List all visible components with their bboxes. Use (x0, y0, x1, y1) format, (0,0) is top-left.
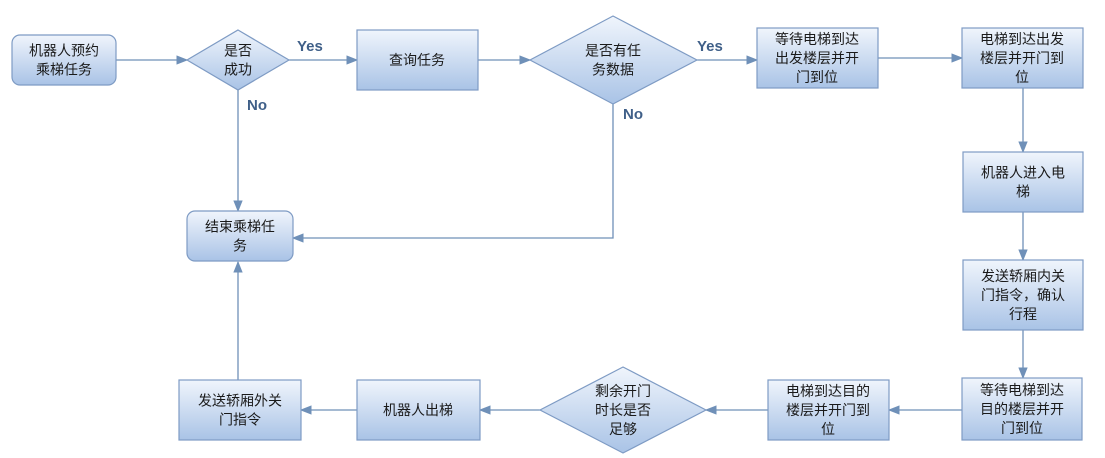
node-label-line: 乘梯任务 (36, 63, 92, 79)
node-reserve-task: 机器人预约乘梯任务 (11, 34, 117, 86)
node-label: 机器人预约乘梯任务 (29, 44, 99, 79)
node-label-line: 门到位 (1001, 421, 1043, 437)
node-label-line: 机器人预约 (29, 44, 99, 60)
edge-label-yes-2: Yes (697, 38, 723, 55)
node-label-line: 电梯到达目的 (786, 384, 870, 400)
edge-label-yes-1: Yes (297, 38, 323, 55)
node-label-line: 等待电梯到达 (980, 382, 1064, 399)
node-label-line: 结束乘梯任 (205, 220, 275, 236)
node-label-line: 时长是否 (595, 403, 651, 419)
node-label-line: 目的楼层并开 (980, 402, 1064, 418)
node-label-line: 出发楼层并开 (775, 51, 859, 67)
node-send-close-out: 发送轿厢外关门指令 (178, 379, 302, 441)
node-arrive-departure: 电梯到达出发楼层并开门到位 (961, 27, 1084, 89)
node-label-line: 机器人出梯 (383, 403, 453, 419)
node-label: 结束乘梯任务 (205, 220, 275, 255)
node-label: 查询任务 (389, 53, 445, 69)
edge-hasdata-no-to-end (291, 104, 614, 243)
node-label-line: 是否 (224, 44, 252, 60)
node-end-task: 结束乘梯任务 (186, 210, 294, 262)
node-arrive-target: 电梯到达目的楼层并开门到位 (767, 379, 890, 441)
node-label: 等待电梯到达目的楼层并开门到位 (980, 382, 1064, 437)
node-label-line: 等待电梯到达 (775, 31, 859, 48)
node-label-line: 发送轿厢外关 (198, 394, 282, 410)
node-wait-departure: 等待电梯到达出发楼层并开门到位 (756, 27, 879, 89)
edge-label-no-1: No (247, 97, 267, 114)
node-label-line: 务 (233, 239, 247, 255)
node-query-task: 查询任务 (356, 29, 479, 91)
node-label-line: 剩余开门 (595, 383, 651, 400)
node-label-line: 位 (1015, 70, 1029, 86)
node-label-line: 查询任务 (389, 53, 445, 69)
node-robot-enter: 机器人进入电梯 (962, 151, 1084, 213)
node-label-line: 务数据 (592, 63, 634, 79)
node-label: 是否成功 (224, 44, 252, 79)
node-label-line: 门指令 (219, 413, 261, 429)
node-label: 电梯到达目的楼层并开门到位 (786, 384, 870, 438)
node-robot-exit: 机器人出梯 (356, 379, 481, 441)
node-label-line: 梯 (1016, 185, 1030, 201)
node-label-line: 楼层并开门到 (786, 403, 870, 419)
decision-has-task-data: 是否有任务数据 (528, 15, 699, 105)
node-label: 是否有任务数据 (585, 44, 641, 79)
node-label: 机器人出梯 (383, 403, 453, 419)
node-label-line: 足够 (609, 422, 637, 438)
node-label-line: 楼层并开门到 (980, 51, 1064, 67)
node-label-line: 发送轿厢内关 (981, 269, 1065, 285)
decision-check-success: 是否成功 (185, 29, 291, 91)
node-label-line: 门到位 (796, 70, 838, 86)
node-label-line: 是否有任 (585, 44, 641, 60)
node-label: 发送轿厢外关门指令 (198, 394, 282, 429)
node-label-line: 电梯到达出发 (980, 32, 1064, 48)
node-label: 剩余开门时长是否足够 (595, 383, 651, 438)
node-label: 发送轿厢内关门指令，确认行程 (981, 269, 1065, 323)
decision-enough-time: 剩余开门时长是否足够 (538, 366, 708, 454)
node-wait-target: 等待电梯到达目的楼层并开门到位 (961, 377, 1083, 441)
node-label-line: 行程 (1009, 307, 1037, 323)
node-send-close-in: 发送轿厢内关门指令，确认行程 (962, 259, 1084, 331)
node-label-line: 位 (821, 422, 835, 438)
node-label-line: 门指令，确认 (981, 288, 1065, 304)
node-label: 机器人进入电梯 (981, 166, 1065, 201)
connectors (116, 53, 1028, 415)
node-label-line: 成功 (224, 63, 252, 79)
node-label: 电梯到达出发楼层并开门到位 (980, 32, 1064, 86)
edge-label-no-2: No (623, 106, 643, 123)
node-label: 等待电梯到达出发楼层并开门到位 (775, 31, 859, 86)
node-label-line: 机器人进入电 (981, 166, 1065, 182)
